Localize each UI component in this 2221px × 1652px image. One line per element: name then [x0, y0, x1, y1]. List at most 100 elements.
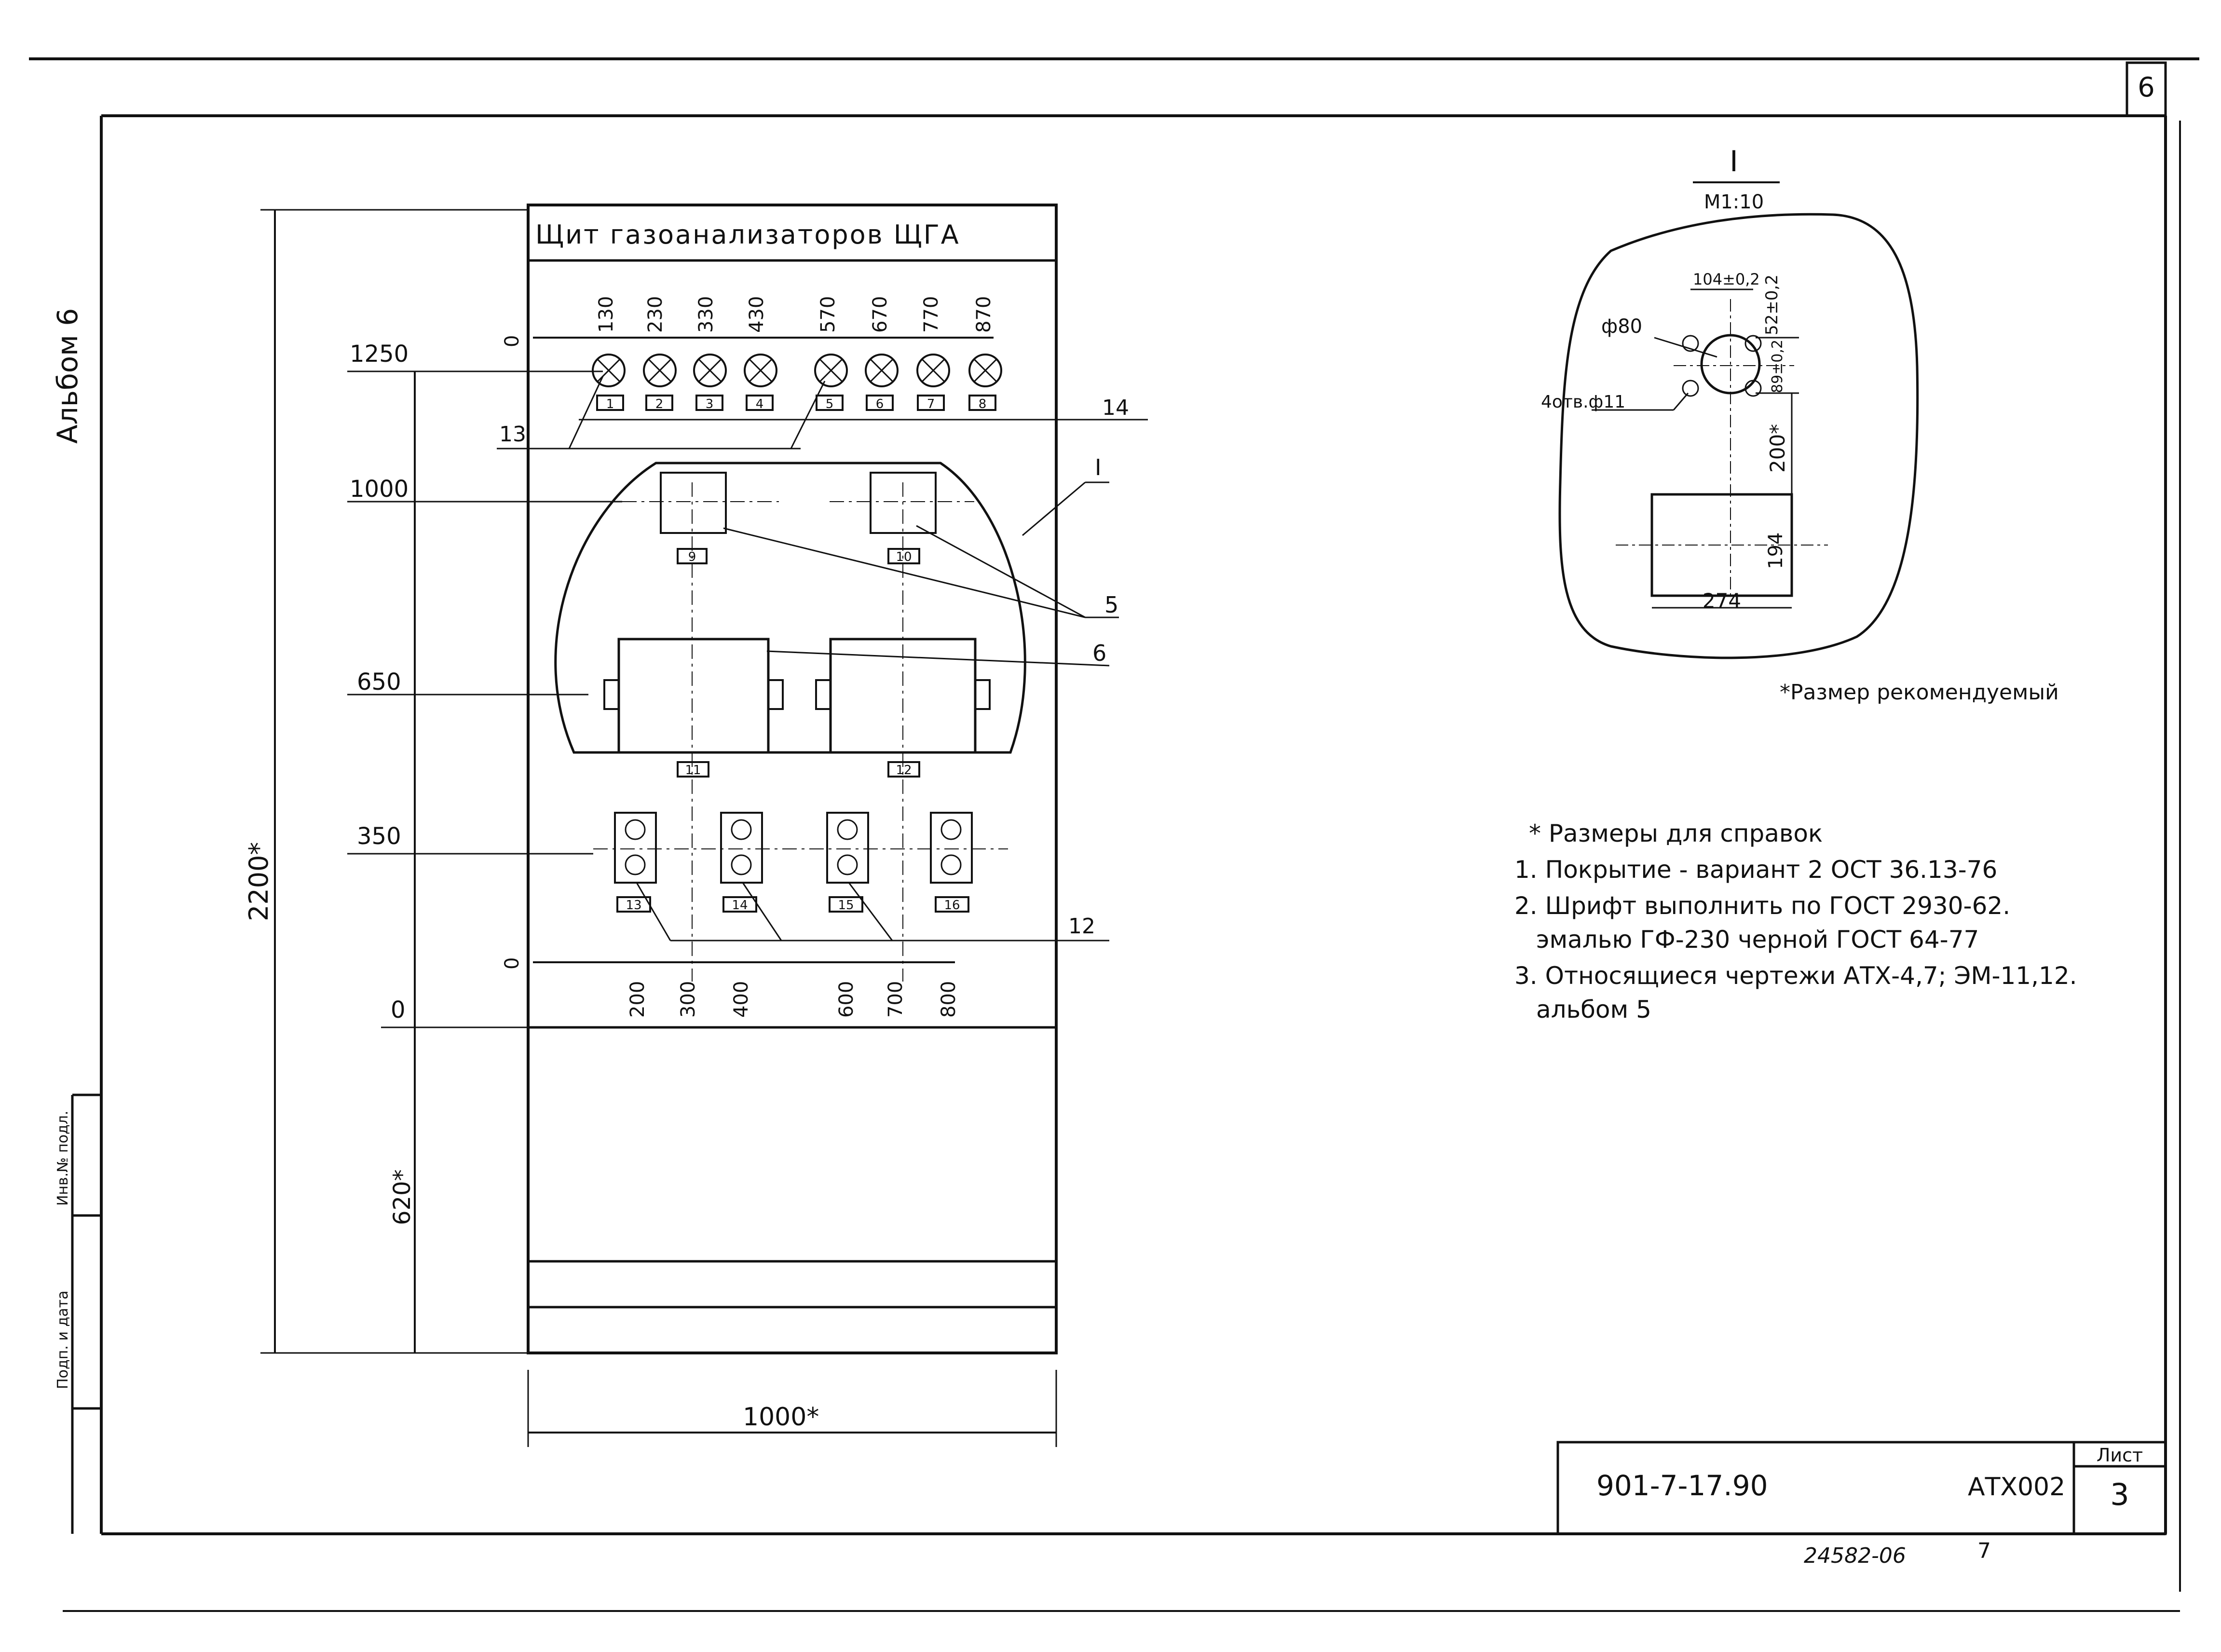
drawing-code: 901-7-17.90: [1596, 1469, 1768, 1502]
leader-13: 13: [499, 422, 526, 447]
side-stamp-2: Подп. и дата: [55, 1291, 71, 1389]
total-height-dim: 2200*: [244, 842, 274, 921]
top-dim: 670: [869, 296, 891, 333]
panel-title: Щит газоанализаторов ЩГА: [535, 219, 960, 250]
signal-lamp-4: 4: [744, 354, 777, 411]
signal-lamp-3: 3: [693, 354, 727, 411]
document-code: АТХ002: [1968, 1473, 2065, 1502]
dim-52: 52±0,2: [1762, 274, 1782, 335]
terminal-block-15: 15: [826, 812, 869, 913]
signal-lamp-5: 5: [814, 354, 848, 411]
note-reference: * Размеры для справок: [1529, 819, 1823, 847]
device-10: 10: [870, 472, 937, 564]
detail-scale: М1:10: [1704, 191, 1764, 213]
bottom-dim: 400: [730, 981, 752, 1018]
cutout-outline: [554, 462, 1026, 754]
bottom-dim: 600: [835, 981, 858, 1018]
sheet-label: Лист: [2097, 1445, 2143, 1466]
dim-89: 89±0,2: [1769, 340, 1786, 393]
terminal-label: 15: [838, 898, 854, 913]
height-1000: 1000: [350, 476, 409, 503]
bottom-number: 7: [1977, 1539, 1991, 1563]
leader-6: 6: [1092, 640, 1106, 666]
bottom-zero-label: 0: [501, 957, 523, 969]
device-label: 12: [896, 763, 912, 778]
vertical-dimensions: 2200* 1250 1000 650 350 0 620*: [244, 209, 622, 1354]
dim-274: 274: [1703, 589, 1741, 613]
device-label: 10: [896, 550, 912, 564]
signal-lamp-8: 8: [968, 354, 1002, 411]
panel-width-dim: 1000*: [743, 1403, 819, 1432]
signal-lamp-1: 1: [592, 354, 626, 411]
top-dim: 430: [746, 296, 768, 333]
recommended-note: *Размер рекомендуемый: [1780, 680, 2059, 705]
note-3a: 3. Относящиеся чертежи АТХ-4,7; ЭМ-11,12…: [1514, 962, 2077, 990]
phi-80: ф80: [1601, 315, 1642, 338]
top-dim: 330: [695, 296, 717, 333]
sheet-frame: 6 Инв.№ подл. Подп. и дата Альбом 6: [29, 57, 2199, 1612]
device-label: 11: [685, 763, 701, 778]
lamp-label: 7: [927, 397, 935, 411]
height-650: 650: [357, 669, 401, 696]
signal-lamps: 1 2 3 4: [592, 354, 1002, 411]
lamp-label: 3: [706, 397, 714, 411]
signal-lamp-6: 6: [865, 354, 899, 411]
top-dim: 230: [644, 296, 667, 333]
leader-5: 5: [1104, 592, 1118, 618]
panel-front-view: Щит газоанализаторов ЩГА 0 130 230 330 4…: [497, 204, 1148, 1354]
bottom-id: 24582-06: [1804, 1543, 1906, 1568]
top-dim: 130: [595, 296, 617, 333]
lamp-label: 5: [826, 397, 834, 411]
note-2a: 2. Шрифт выполнить по ГОСТ 2930-62.: [1514, 892, 2010, 920]
detail-title: I: [1730, 145, 1738, 178]
holes-label: 4отв.ф11: [1541, 392, 1625, 412]
signal-lamp-7: 7: [916, 354, 950, 411]
top-dimension-labels: 130 230 330 430 570 670 770 870: [595, 296, 995, 333]
bottom-dim: 300: [677, 981, 699, 1018]
terminal-label: 13: [626, 898, 641, 913]
height-350: 350: [357, 823, 401, 850]
page-number: 6: [2138, 72, 2155, 103]
detail-I: I М1:10 104±0,2 52±0,2 ф80 4отв.ф11 89±0…: [1541, 145, 2059, 705]
device-9: 9: [660, 472, 727, 564]
side-stamp-1: Инв.№ подл.: [55, 1111, 71, 1206]
bottom-dimension-labels: 200 300 400 600 700 800: [627, 981, 960, 1018]
terminal-block-16: 16: [930, 812, 973, 913]
notes: * Размеры для справок 1. Покрытие - вари…: [1514, 819, 2077, 1024]
bottom-dim: 200: [627, 981, 649, 1018]
lamp-label: 2: [655, 397, 664, 411]
detail-cutout-outline: [1558, 213, 1919, 659]
top-dim: 870: [973, 296, 995, 333]
leader-I: I: [1095, 454, 1102, 480]
terminal-label: 16: [944, 898, 960, 913]
dim-194: 194: [1765, 532, 1787, 569]
sheet-number: 3: [2110, 1477, 2129, 1512]
width-dimension: 1000*: [527, 1370, 1057, 1447]
height-0: 0: [391, 997, 406, 1024]
leader-14: 14: [1102, 396, 1129, 420]
lamp-label: 6: [876, 397, 884, 411]
signal-lamp-2: 2: [643, 354, 677, 411]
lamp-label: 8: [979, 397, 987, 411]
terminal-block-14: 14: [720, 812, 763, 913]
dim-104: 104±0,2: [1693, 270, 1760, 288]
top-dim: 770: [920, 296, 942, 333]
terminal-label: 14: [732, 898, 748, 913]
title-block: 901-7-17.90 АТХ002 Лист 3 24582-06 7: [1556, 1441, 2167, 1568]
top-zero-label: 0: [501, 335, 523, 347]
base-height-dim: 620*: [389, 1169, 416, 1225]
terminal-block-13: 13: [614, 812, 657, 913]
device-11: 11: [603, 638, 784, 778]
lamp-label: 4: [756, 397, 764, 411]
note-1: 1. Покрытие - вариант 2 ОСТ 36.13-76: [1514, 856, 1997, 884]
note-2b: эмалью ГФ-230 черной ГОСТ 64-77: [1536, 926, 1979, 954]
lamp-label: 1: [606, 397, 614, 411]
bottom-dim: 700: [885, 981, 907, 1018]
leader-12: 12: [1068, 914, 1095, 939]
dim-200: 200*: [1766, 424, 1789, 473]
bottom-dim: 800: [938, 981, 960, 1018]
note-3b: альбом 5: [1536, 996, 1651, 1024]
album-side-label: Альбом 6: [51, 308, 84, 444]
height-1250: 1250: [350, 341, 409, 368]
